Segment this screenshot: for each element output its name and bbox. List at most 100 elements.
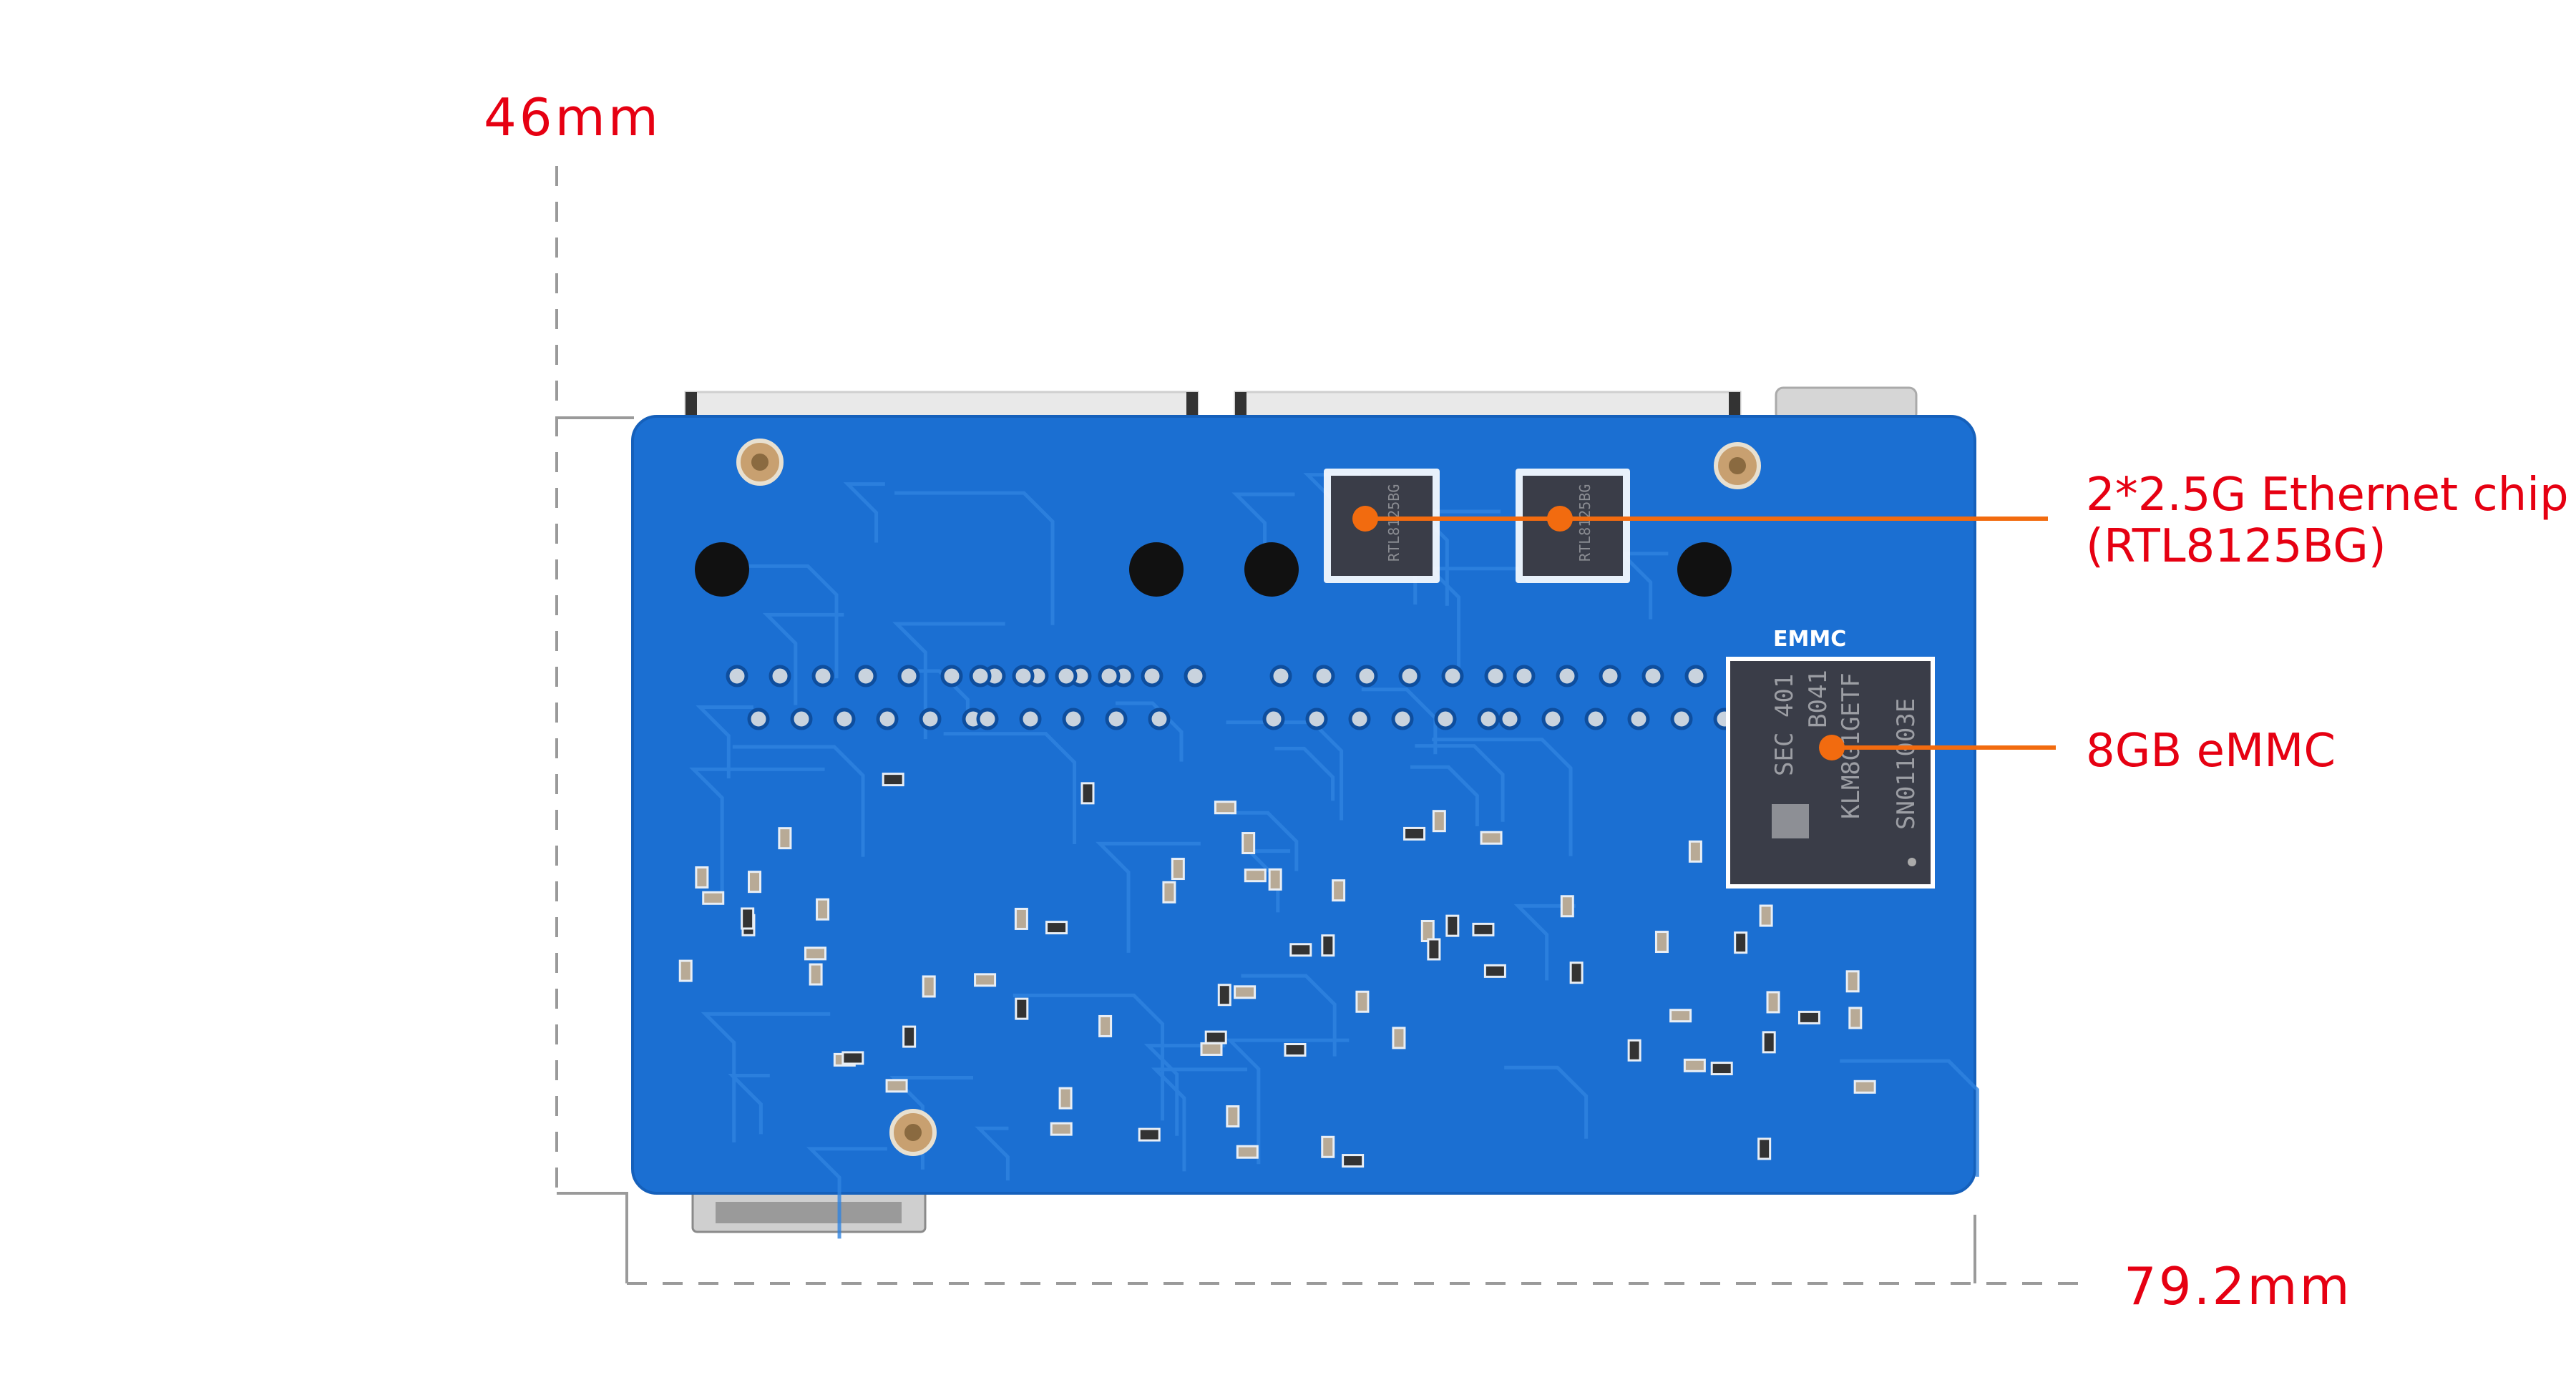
callout-emmc [1819, 735, 2056, 760]
smd-component [885, 1079, 908, 1093]
via-pad [1312, 665, 1335, 687]
smd-component [1200, 1042, 1223, 1056]
trace [732, 745, 865, 857]
via-pad [1584, 708, 1607, 730]
via-pad [1062, 708, 1085, 730]
smd-component [678, 959, 693, 982]
smd-component [1241, 832, 1256, 855]
smd-component [1244, 868, 1267, 883]
smd-component [1284, 1043, 1307, 1057]
smd-component [1480, 831, 1503, 845]
smd-component [1080, 782, 1095, 805]
smd-component [1569, 961, 1584, 984]
via-pad [1627, 708, 1650, 730]
via-pad [940, 665, 963, 687]
trace [1241, 974, 1337, 1057]
mounting-holes [736, 439, 1761, 1156]
trace [806, 1147, 887, 1239]
smd-component [1688, 840, 1702, 863]
via-pad [1484, 665, 1507, 687]
smd-component [1332, 879, 1346, 902]
smd-component [1171, 858, 1185, 881]
smd-component [1138, 1127, 1161, 1142]
smd-component [695, 866, 709, 889]
smd-component [1627, 1039, 1641, 1062]
trace [696, 705, 753, 779]
via-pad [1184, 665, 1206, 687]
via-pad [790, 708, 813, 730]
trace [1415, 744, 1505, 822]
via-pad [769, 665, 791, 687]
smd-component [816, 898, 830, 921]
smd-component [1268, 868, 1282, 891]
trace [1244, 849, 1291, 913]
smd-component [1683, 1058, 1706, 1072]
smd-component [809, 963, 823, 986]
smd-component [1098, 1014, 1113, 1037]
via-pad [1055, 665, 1078, 687]
smd-component [1420, 919, 1435, 942]
smd-component [1734, 931, 1748, 954]
smd-component [1848, 1007, 1863, 1029]
via-pad [1434, 708, 1457, 730]
trace [1504, 1065, 1589, 1139]
smd-component [1762, 1031, 1776, 1054]
smd-component [1045, 921, 1068, 935]
trace [701, 1012, 831, 1142]
smd-component [1217, 984, 1231, 1007]
via-pad [1556, 665, 1579, 687]
smd-component [1710, 1062, 1733, 1076]
pcb-board [631, 415, 1976, 1195]
via-pad [811, 665, 834, 687]
smd-component [1321, 934, 1335, 957]
smd-component [1058, 1087, 1073, 1110]
trace [892, 622, 1005, 740]
via-pad [919, 708, 942, 730]
via-pad [1391, 708, 1414, 730]
via-pad [1141, 665, 1163, 687]
trace [1225, 1038, 1350, 1165]
trace [762, 612, 844, 705]
trace [1013, 993, 1165, 1121]
standoff-posts [695, 542, 1732, 597]
trace [689, 767, 825, 904]
smd-component [1432, 810, 1446, 833]
smd-component [1472, 922, 1495, 936]
trace [975, 1126, 1010, 1181]
smd-component [1015, 997, 1029, 1020]
ethernet-callout-label: 2*2.5G Ethernet chip [2086, 469, 2569, 522]
smd-component [1853, 1080, 1876, 1094]
smd-component [702, 891, 725, 905]
smd-component [1162, 881, 1176, 904]
smd-component [1321, 1135, 1335, 1158]
trace [943, 732, 1077, 844]
via-pad [976, 708, 999, 730]
height-dimension-label: 46mm [484, 87, 661, 147]
via-pad [854, 665, 877, 687]
smd-component [1236, 1145, 1259, 1159]
via-pad [726, 665, 748, 687]
via-pad [876, 708, 899, 730]
via-pad [1541, 708, 1564, 730]
smd-component [748, 871, 762, 894]
via-pad [1599, 665, 1621, 687]
smd-component [1757, 1137, 1772, 1160]
smd-component [882, 773, 904, 787]
smd-component [1289, 943, 1312, 957]
dimension-lines [555, 166, 2086, 1285]
smd-component [1050, 1122, 1073, 1136]
emmc-marking-1: SEC 401 [1770, 674, 1799, 776]
smd-component [1654, 931, 1669, 954]
smd-component [1669, 1009, 1692, 1023]
trace [894, 491, 1055, 625]
trace [1840, 1059, 1979, 1177]
smd-component [1560, 895, 1574, 918]
smd-component [1226, 1105, 1240, 1128]
via-pad [1148, 708, 1171, 730]
trace [1096, 841, 1201, 953]
ethernet-chip-2: RTL8125BG [1516, 469, 1630, 583]
via-pad [1098, 665, 1121, 687]
smd-component [1234, 985, 1257, 999]
via-pad [1641, 665, 1664, 687]
